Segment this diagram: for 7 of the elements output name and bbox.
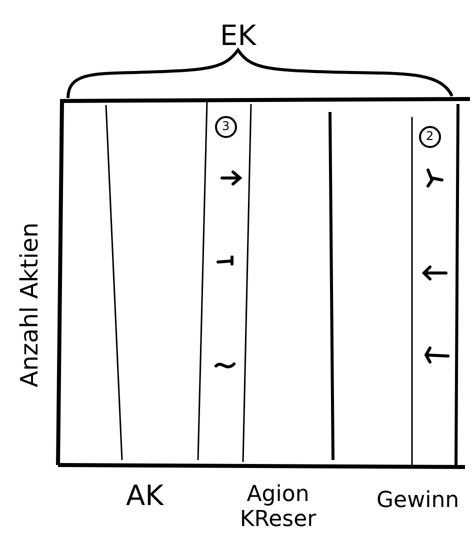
column-label: Gewinn: [376, 488, 460, 514]
column-label: AK: [126, 480, 164, 512]
column-label: Agion KReser: [238, 482, 318, 533]
axis-label: Anzahl Aktien: [16, 222, 44, 388]
callout-number: 2: [426, 130, 434, 144]
brace-label: EK: [220, 20, 256, 52]
callout-number: 3: [222, 120, 230, 134]
